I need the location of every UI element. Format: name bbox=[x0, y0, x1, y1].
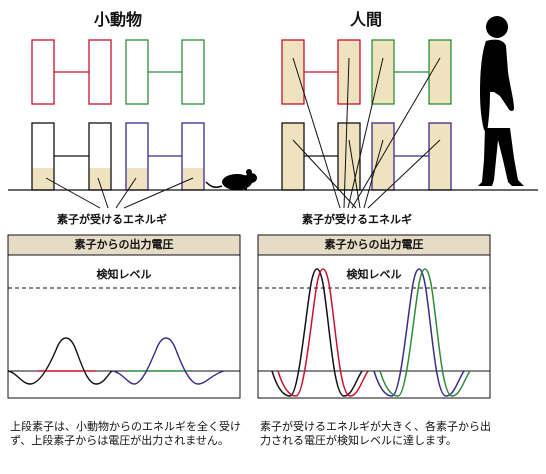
right-output-panel bbox=[257, 234, 491, 399]
mouse-silhouette-icon bbox=[205, 169, 257, 190]
human-heading: 人間 bbox=[349, 10, 382, 29]
lower-element-blue-a bbox=[371, 122, 395, 191]
small-animal-waveform-blue bbox=[111, 337, 225, 385]
right-threshold-label: 検知レベル bbox=[346, 268, 402, 281]
right-panel-title: 素子からの出力電圧 bbox=[324, 238, 424, 251]
right-energy-label: 素子が受けるエネルギ bbox=[302, 213, 412, 226]
left-panel-title: 素子からの出力電圧 bbox=[74, 238, 174, 251]
human-sensor-array bbox=[281, 39, 452, 209]
right-caption: 素子が受けるエネルギが大きく、各素子から出力される電圧が検知レベルに達します。 bbox=[260, 420, 491, 447]
human-waveform-green bbox=[379, 268, 471, 397]
lower-element-black-a bbox=[281, 122, 305, 191]
small-animal-sensor-array bbox=[31, 39, 205, 209]
upper-element-green-a bbox=[125, 39, 149, 105]
upper-element-red-a bbox=[281, 39, 305, 105]
left-output-panel bbox=[7, 234, 241, 399]
upper-element-red-b bbox=[88, 39, 112, 105]
lower-element-blue-b bbox=[428, 122, 452, 191]
human-silhouette-icon bbox=[478, 16, 524, 186]
human-waveform-black bbox=[271, 268, 363, 397]
left-caption: 上段素子は、小動物からのエネルギを全く受けず、上段素子からは電圧が出力されません… bbox=[10, 420, 241, 447]
upper-element-red-a bbox=[31, 39, 55, 105]
human-waveform-blue bbox=[373, 268, 465, 397]
human-waveform-red bbox=[277, 268, 369, 397]
left-energy-label: 素子が受けるエネルギ bbox=[57, 213, 167, 226]
small-animal-waveform-black bbox=[7, 337, 113, 385]
upper-element-green-a bbox=[371, 39, 395, 105]
small-animal-heading: 小動物 bbox=[93, 10, 142, 29]
left-threshold-label: 検知レベル bbox=[96, 268, 152, 281]
lower-element-black-b bbox=[337, 122, 361, 191]
upper-element-green-b bbox=[181, 39, 205, 105]
